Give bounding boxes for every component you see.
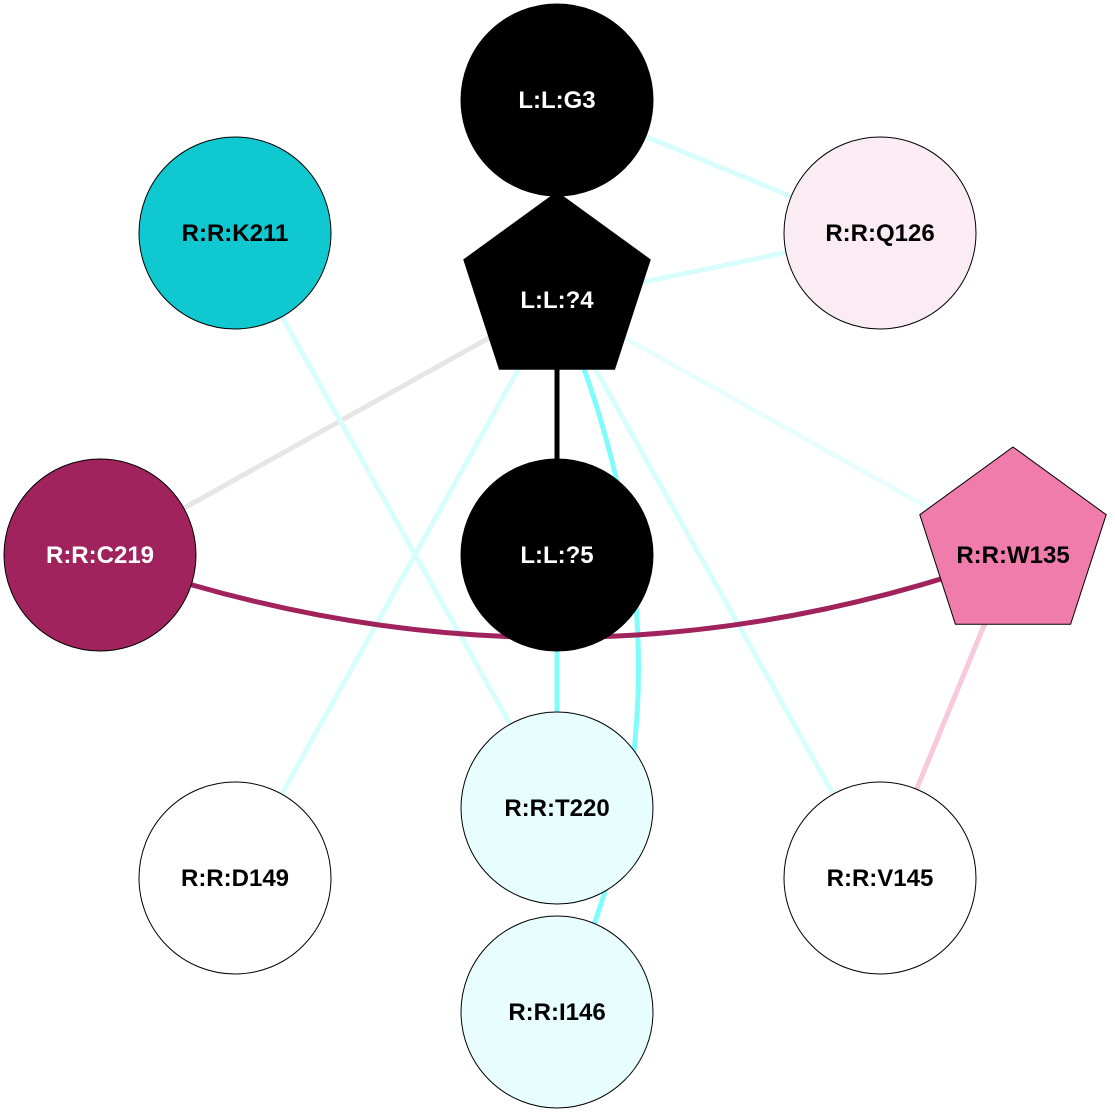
node-label: L:L:?4 — [520, 287, 594, 314]
node-q126[interactable]: R:R:Q126 — [783, 136, 977, 330]
node-v145[interactable]: R:R:V145 — [783, 781, 977, 975]
node-label: R:R:V145 — [827, 865, 934, 892]
node-pentagon — [919, 446, 1107, 625]
edge-K211-T220 — [232, 231, 560, 810]
node-t220[interactable]: R:R:T220 — [460, 711, 654, 905]
node-q4[interactable]: L:L:?4 — [463, 191, 651, 370]
node-label: R:R:Q126 — [825, 220, 934, 247]
node-circle — [3, 458, 197, 652]
node-g3[interactable]: L:L:G3 — [460, 3, 654, 197]
edge-Q4-I146 — [554, 299, 641, 1014]
node-circle — [460, 711, 654, 905]
edge-Q4-D149 — [232, 298, 560, 880]
node-label: L:L:G3 — [518, 87, 595, 114]
node-label: R:R:C219 — [46, 542, 154, 569]
edge-Q4-V145 — [554, 298, 883, 880]
node-label: R:R:W135 — [956, 542, 1069, 569]
node-circle — [138, 136, 332, 330]
node-w135[interactable]: R:R:W135 — [919, 446, 1107, 625]
node-c219[interactable]: R:R:C219 — [3, 458, 197, 652]
node-label: R:R:D149 — [181, 865, 289, 892]
node-pentagon — [463, 191, 651, 370]
node-label: L:L:?5 — [520, 542, 593, 569]
node-circle — [460, 458, 654, 652]
node-q5[interactable]: L:L:?5 — [460, 458, 654, 652]
node-circle — [783, 136, 977, 330]
node-circle — [783, 781, 977, 975]
node-k211[interactable]: R:R:K211 — [138, 136, 332, 330]
node-circle — [460, 915, 654, 1109]
node-i146[interactable]: R:R:I146 — [460, 915, 654, 1109]
node-label: R:R:T220 — [504, 795, 609, 822]
node-circle — [138, 781, 332, 975]
node-label: R:R:I146 — [508, 999, 605, 1026]
node-label: R:R:K211 — [182, 220, 289, 247]
node-d149[interactable]: R:R:D149 — [138, 781, 332, 975]
